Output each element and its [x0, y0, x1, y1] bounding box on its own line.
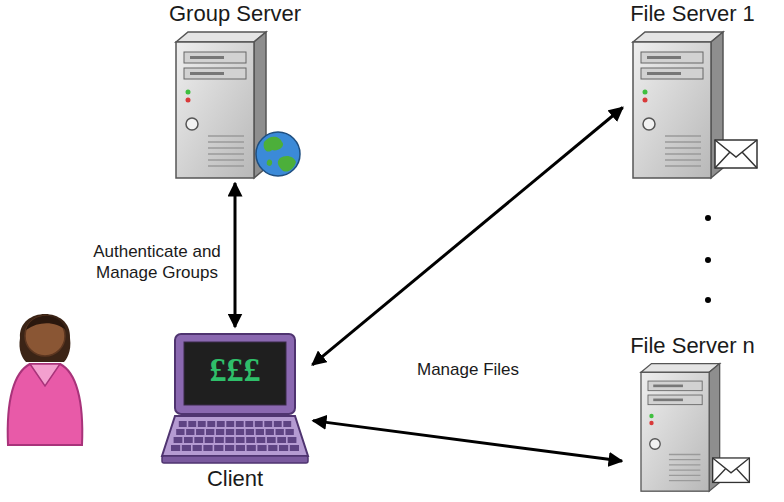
- server-tower: [640, 364, 719, 492]
- double-arrow: [313, 421, 622, 461]
- client-laptop: Client: [160, 330, 310, 493]
- node-label: Group Server: [169, 0, 301, 28]
- node-label: File Server 1: [630, 0, 755, 28]
- node-label: Client: [207, 465, 263, 493]
- user-figure: [8, 314, 83, 445]
- double-arrow: [312, 108, 622, 365]
- envelope-symbol: [715, 140, 757, 168]
- file-server: File Server 1: [625, 0, 760, 180]
- double-arrow: [234, 183, 237, 327]
- node-label: File Server n: [630, 332, 755, 360]
- server-tower: [176, 32, 266, 178]
- edge-label: Authenticate and Manage Groups: [84, 240, 230, 284]
- server-icon: [625, 28, 760, 180]
- server-icon: [168, 28, 303, 180]
- screen-currency-text: £££: [180, 350, 290, 390]
- envelope-symbol: [712, 458, 749, 482]
- globe-symbol: [256, 132, 300, 176]
- server-icon: [634, 360, 752, 493]
- edge-label: Manage Files: [390, 358, 546, 381]
- laptop-symbol: [162, 334, 308, 463]
- server-tower: [633, 32, 723, 178]
- file-server: File Server n: [625, 332, 760, 493]
- laptop-icon: [160, 330, 310, 465]
- ellipsis-dots: [705, 215, 711, 303]
- group-server: Group Server: [160, 0, 310, 180]
